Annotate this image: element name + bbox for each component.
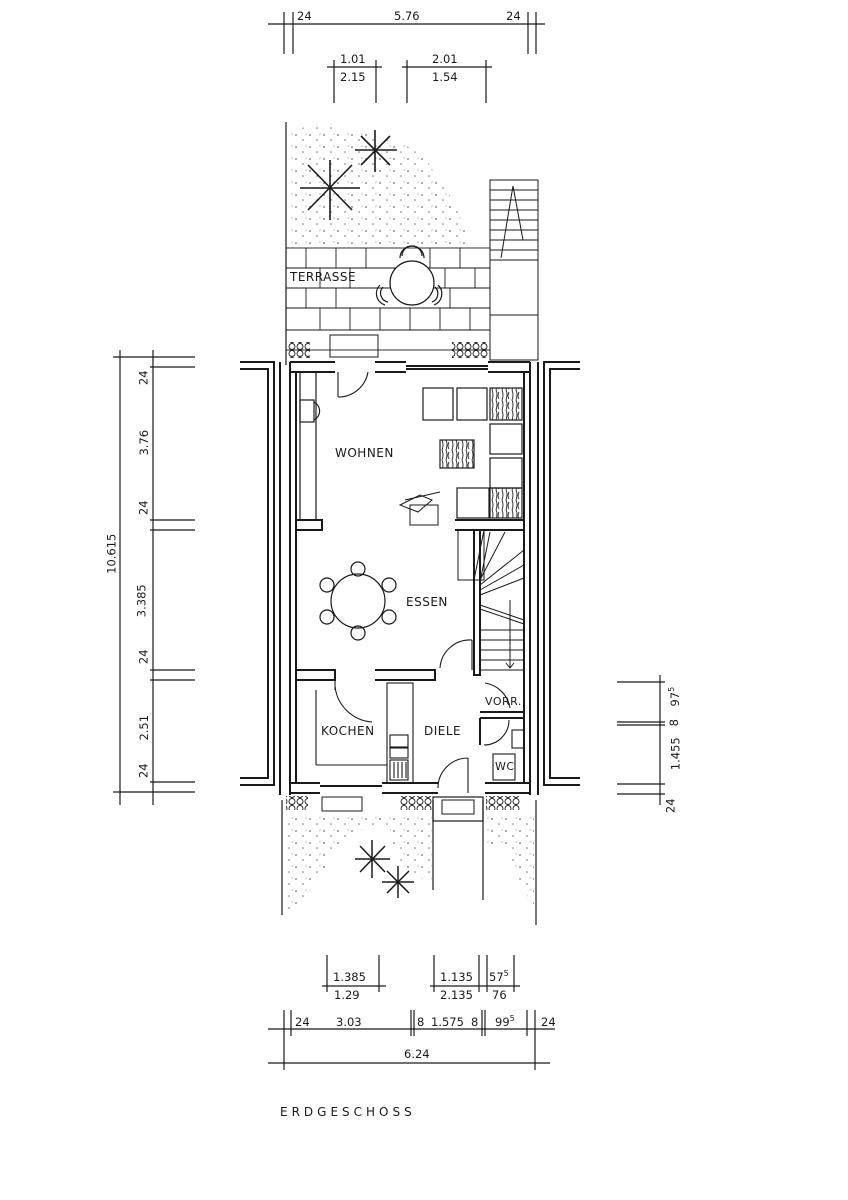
- dim-right-seg-4: 975: [667, 686, 683, 707]
- garden-north: [285, 122, 470, 365]
- dim-left-seg-2: 3.76: [137, 429, 152, 456]
- dim-top-window1-height: 2.15: [340, 70, 366, 84]
- dim-top-left-wall: 24: [297, 9, 312, 23]
- dim-bottom-window2-width: 1.135: [440, 970, 473, 984]
- dim-bottom-window2-height: 2.135: [440, 988, 473, 1002]
- dim-top-window1-width: 1.01: [340, 52, 366, 66]
- interior-walls: [296, 519, 525, 745]
- room-label-wohnen: WOHNEN: [335, 446, 394, 460]
- dim-top-window2-height: 1.54: [432, 70, 458, 84]
- kitchen-counter-icon: [315, 682, 414, 784]
- bottom-dimension-lines: [268, 955, 555, 1070]
- sideboard-icon: [299, 371, 321, 521]
- drawing-title: ERDGESCHOSS: [280, 1105, 416, 1119]
- dim-top-right-wall: 24: [506, 9, 521, 23]
- dim-bottom-window3-height: 76: [492, 988, 507, 1002]
- dim-bottom-overall: 6.24: [404, 1047, 430, 1061]
- dim-right-seg-3: 8: [666, 719, 681, 727]
- room-label-wc: WC: [495, 760, 515, 773]
- dim-bottom-chain-1: 24: [295, 1015, 310, 1029]
- plant-pot-icon: [398, 491, 441, 526]
- room-label-diele: DIELE: [424, 724, 462, 738]
- dim-left-seg-6: 2.51: [137, 714, 152, 741]
- dim-left-seg-3: 24: [136, 500, 151, 516]
- dim-bottom-chain-5: 8: [471, 1015, 479, 1029]
- dim-bottom-chain-6: 995: [495, 1014, 515, 1029]
- dim-left-seg-7: 24: [136, 763, 151, 779]
- garden-south: [281, 796, 537, 925]
- dim-left-overall: 10.615: [104, 533, 119, 574]
- plant-star-icon: [355, 840, 414, 898]
- left-dimension-lines: [113, 350, 195, 805]
- terrace-table-icon: [375, 245, 443, 306]
- plant-star-icon: [300, 130, 397, 220]
- dim-left-seg-5: 24: [136, 649, 151, 665]
- dim-top-overall: 5.76: [394, 9, 420, 23]
- door-swings: [334, 371, 511, 793]
- dim-bottom-chain-4: 1.575: [431, 1015, 464, 1029]
- dim-bottom-window1-width: 1.385: [333, 970, 366, 984]
- dim-top-window2-width: 2.01: [432, 52, 458, 66]
- room-label-vorr: VORR.: [485, 695, 522, 708]
- dim-right-seg-2: 1.455: [668, 737, 683, 771]
- dim-bottom-chain-3: 8: [417, 1015, 425, 1029]
- right-dimension-lines: [617, 675, 665, 805]
- room-label-essen: ESSEN: [406, 595, 448, 609]
- terrace-paving: [285, 247, 491, 351]
- room-label-terrasse: TERRASSE: [290, 270, 357, 284]
- room-label-kochen: KOCHEN: [321, 724, 375, 738]
- toilet-icon: [492, 729, 525, 781]
- outdoor-stair-icon: [489, 179, 539, 361]
- dim-bottom-chain-7: 24: [541, 1015, 556, 1029]
- dim-left-seg-4: 3.385: [134, 584, 149, 618]
- building-walls: [240, 361, 580, 795]
- dim-right-seg-1: 24: [663, 798, 678, 814]
- sofa-set-icon: [422, 387, 523, 519]
- dining-table-icon: [319, 561, 397, 641]
- staircase-icon: [457, 529, 525, 671]
- dim-bottom-window1-height: 1.29: [334, 988, 360, 1002]
- dim-bottom-chain-2: 3.03: [336, 1015, 362, 1029]
- top-dimension-lines: [268, 12, 545, 103]
- dim-bottom-window3-width: 575: [489, 969, 509, 984]
- dim-left-seg-1: 24: [136, 370, 151, 386]
